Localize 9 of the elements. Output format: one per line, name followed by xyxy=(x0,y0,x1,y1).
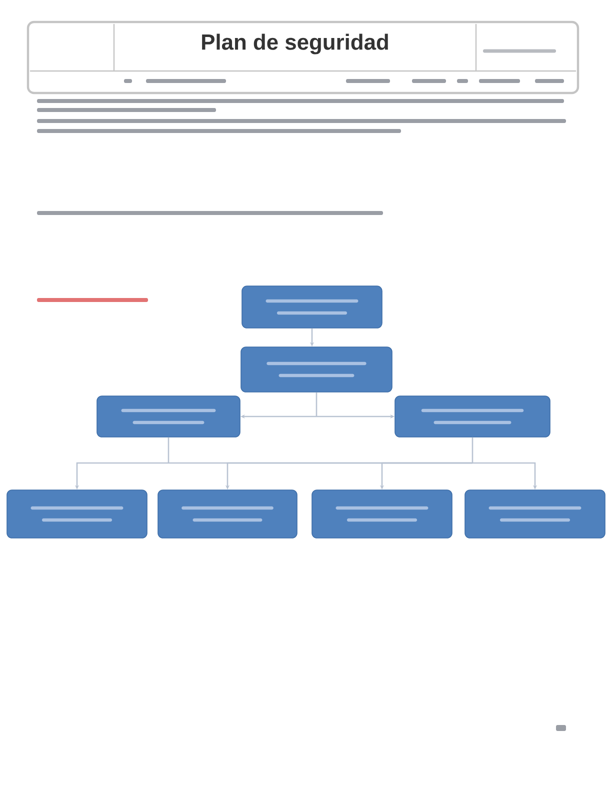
org-box xyxy=(394,396,550,438)
org-box xyxy=(6,490,148,538)
title: Plan de seguridad xyxy=(202,34,388,54)
org-box xyxy=(96,396,240,438)
org-box xyxy=(312,490,452,538)
org-box xyxy=(464,490,606,538)
org-box xyxy=(158,490,298,538)
org-box xyxy=(242,286,382,328)
org-box xyxy=(240,346,392,392)
